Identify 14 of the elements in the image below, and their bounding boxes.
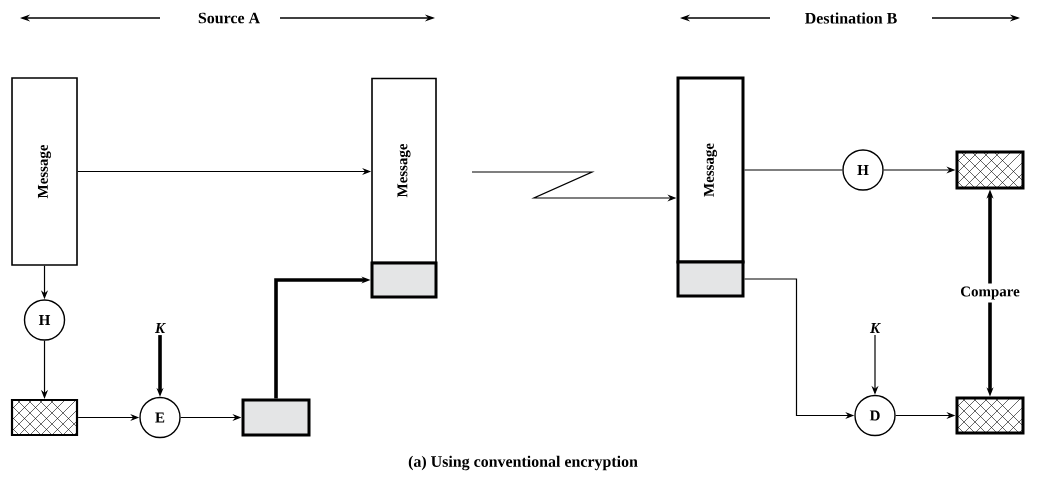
caption: (a) Using conventional encryption [408, 455, 638, 471]
hash-code-box [955, 396, 1025, 435]
encrypted-hash-box [370, 261, 438, 299]
section-label: Source A [198, 12, 260, 24]
encrypted-hash-box [241, 398, 311, 437]
encrypted-hash-box [676, 260, 745, 298]
edge-label: Compare [957, 283, 1023, 303]
message-box: Message [11, 77, 78, 266]
hash-code-box [955, 150, 1025, 190]
key-label: K [154, 323, 166, 333]
section-label: Destination B [805, 12, 897, 24]
connector-line [743, 169, 843, 171]
key-label: K [869, 323, 881, 333]
hash-code-box [10, 398, 79, 437]
